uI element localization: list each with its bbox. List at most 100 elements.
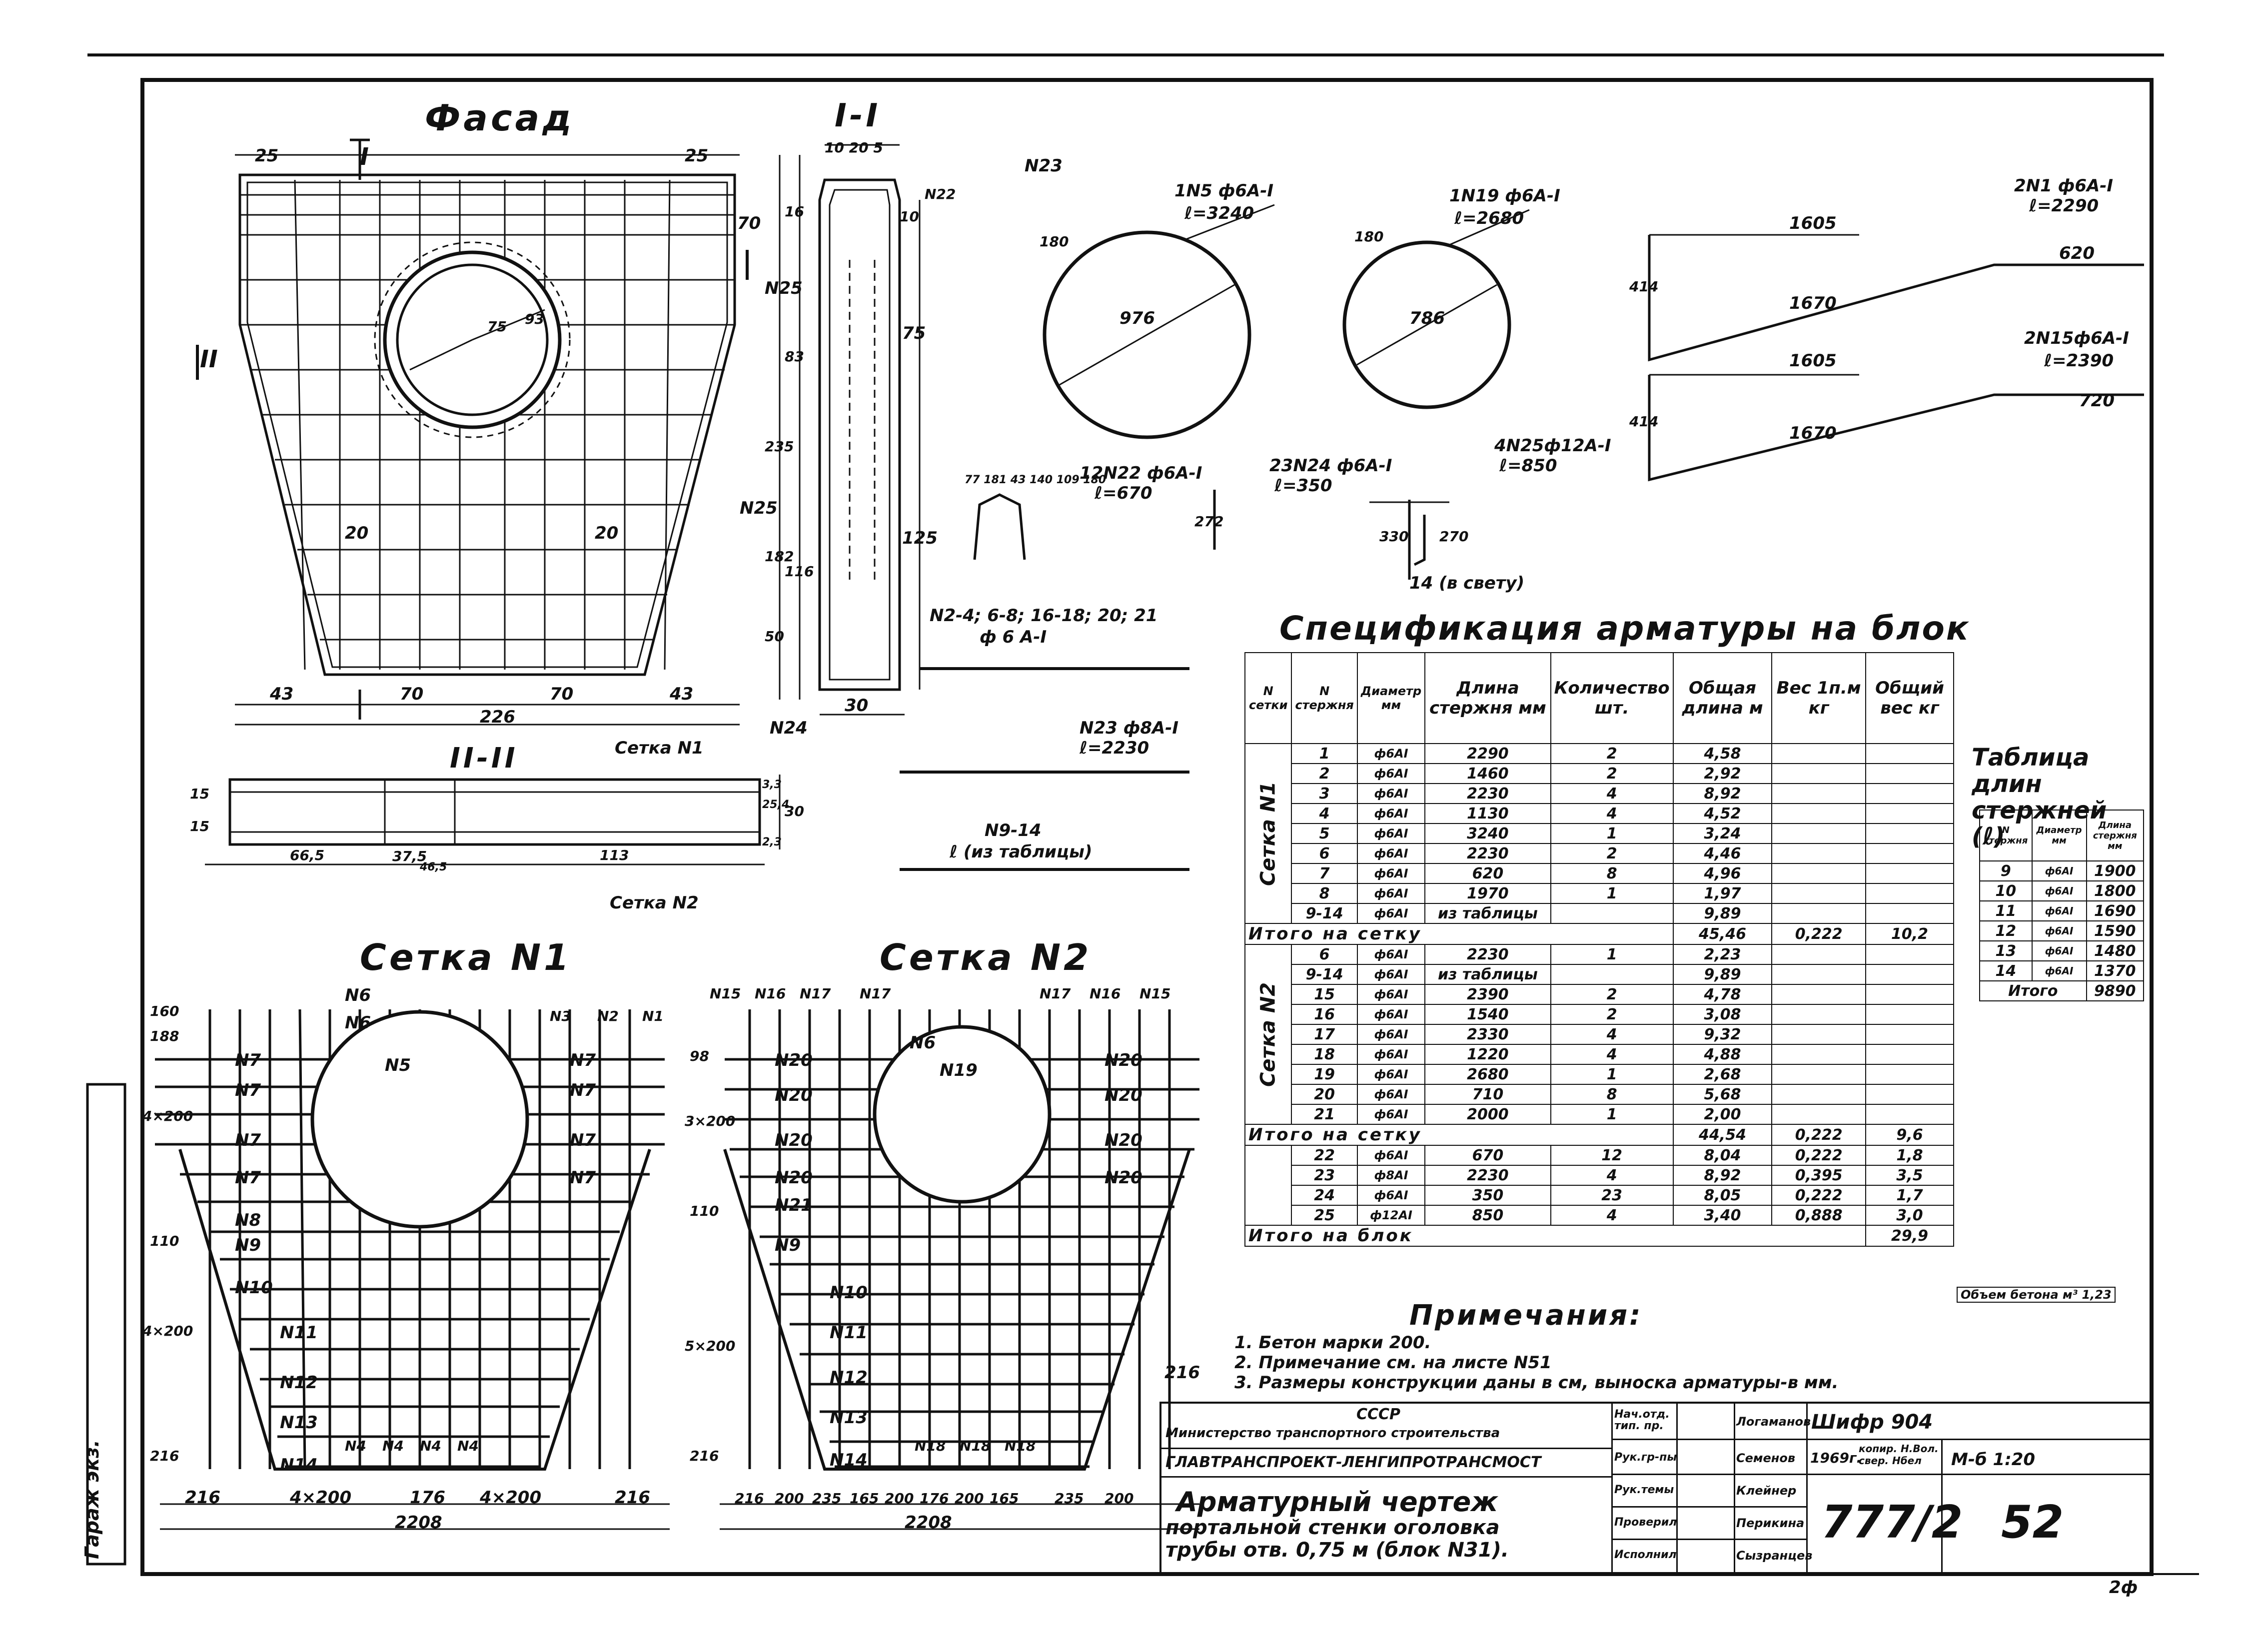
mesh2-bottom-9: 235 [1055,1490,1084,1507]
spec-mesh1-len: 3240 [1424,823,1551,844]
bar-n15-b: 1670 [1789,423,1837,443]
lengths-bar: 9 [1979,860,2033,881]
s2-mid1: 37,5 [392,848,427,864]
dim-bottom-4: 43 [670,684,694,704]
spec-mesh1-total: 2,92 [1672,763,1773,784]
section-mark-1: I [360,143,369,171]
mesh2-right-n20-a: N20 [1105,1050,1142,1070]
mesh2-left-dim-3: 110 [690,1203,719,1219]
spec-extra-bar: 24 [1291,1185,1358,1206]
straight-3-length: ℓ (из таблицы) [950,842,1093,862]
spec-mesh2-len: из таблицы [1424,964,1551,985]
spec-mesh2-wtotal [1865,1044,1954,1065]
dim-bottom-1: 43 [270,684,294,704]
mesh1-bottom-5: 216 [615,1488,650,1508]
stamp-ministry: Министерство транспортного строительства [1165,1426,1500,1441]
spec-extra-wt: 0,888 [1771,1205,1867,1226]
s2-mid2: 46,5 [420,861,447,873]
stamp-name-4: Перикина [1736,1516,1805,1530]
facade-view [196,138,749,726]
bar-n1-h: 414 [1629,278,1659,295]
spec-h-mesh: N сетки [1244,652,1292,744]
spec-mesh1-total-wt: 0,222 [1771,923,1867,945]
spec-mesh1-bar: 1 [1291,743,1358,764]
mesh2-n9: N9 [775,1235,801,1255]
s2-left: 66,5 [290,847,325,863]
mesh2-n20-d: N20 [775,1168,813,1188]
spec-mesh2-len: 2230 [1424,944,1551,965]
spec-extra-bar: 22 [1291,1145,1358,1166]
spec-mesh2-wtotal [1865,1084,1954,1105]
s1-v50: 50 [765,628,784,645]
spec-mesh1-len: из таблицы [1424,903,1551,924]
dim-r1: 75 [487,318,507,335]
mesh2-n12: N12 [830,1368,868,1388]
mesh1-n5: N5 [385,1055,411,1075]
spec-mesh2-qty: 4 [1550,1044,1674,1065]
spec-mesh2-bar: 19 [1291,1064,1358,1085]
spec-mesh1-len: 2290 [1424,743,1551,764]
spec-mesh2-bar: 15 [1291,984,1358,1005]
straight-bars [900,667,1189,871]
spec-mesh1-qty: 1 [1550,883,1674,904]
spec-mesh1-qty: 2 [1550,763,1674,784]
spec-mesh1-len: 2230 [1424,783,1551,804]
callout-n22: N22 [925,186,956,202]
s1-v235: 235 [765,438,794,455]
spec-extra-wt: 0,222 [1771,1145,1867,1166]
mesh1-n2: N2 [597,1008,619,1024]
spec-mesh1-bar: 6 [1291,843,1358,864]
bar-n15-c: 720 [2079,391,2115,411]
mesh1-n1: N1 [642,1008,664,1024]
mesh2-left-dim-1: 98 [690,1048,709,1064]
section-2-title: II-II [450,742,518,775]
callout-n25-top: N25 [765,278,803,298]
spec-mesh2-qty [1550,964,1674,985]
spec-concrete-volume: Объем бетона м³ 1,23 [1957,1287,2116,1303]
spec-mesh2-wt [1771,1024,1867,1045]
spec-mesh1-total: 4,52 [1672,803,1773,824]
s2-r23: 2,3 [762,836,782,848]
mesh2-n21: N21 [775,1195,813,1215]
stamp-name-2: Семенов [1736,1451,1796,1465]
spec-extra-wtotal: 1,7 [1865,1185,1954,1206]
spec-mesh2-total: 2,23 [1672,944,1773,965]
lengths-bar: 12 [1979,920,2033,941]
spec-block-total-value: 29,9 [1865,1225,1954,1247]
mesh2-n20-a: N20 [775,1050,813,1070]
stamp-role-2: Рук.гр-пы [1614,1451,1677,1464]
spec-mesh2-qty: 2 [1550,984,1674,1005]
spec-mesh2-len: 2000 [1424,1104,1551,1125]
lengths-dia: ф6АI [2031,960,2087,981]
callout-mesh2: Сетка N2 [610,893,699,913]
mesh1-n7-a: N7 [235,1050,261,1070]
spec-mesh1-wt [1771,763,1867,784]
mesh1-n7-d: N7 [235,1168,261,1188]
bar-n15-a: 1605 [1789,351,1837,371]
ring-n5-diameter: 976 [1120,308,1155,328]
dim-bottom-2: 70 [400,684,424,704]
spec-mesh1-total: 8,92 [1672,783,1773,804]
spec-mesh2-dia: ф6АI [1356,1044,1426,1065]
spec-mesh1-total-wtotal: 10,2 [1865,923,1954,945]
spec-mesh2-wtotal [1865,964,1954,985]
spec-mesh1-total: 4,58 [1672,743,1773,764]
mesh1-right-216: 216 [1164,1363,1200,1383]
margin-stamp-box [86,1083,126,1566]
bar-n25-label: 4N25ф12А-I [1494,436,1611,456]
stamp-cipher: Шифр 904 [1811,1411,1933,1434]
stamp-scale: М-б 1:20 [1951,1450,2036,1470]
mesh2-bottom-8: 165 [990,1490,1019,1507]
spec-mesh2-len: 2680 [1424,1064,1551,1085]
mesh1-n7-b: N7 [235,1080,261,1100]
spec-h-wtotal: Общий вес кг [1865,652,1954,744]
spec-mesh2-total-len: 44,54 [1672,1124,1773,1146]
mesh2-bottom-6: 176 [920,1490,949,1507]
spec-mesh2-bar: 21 [1291,1104,1358,1125]
